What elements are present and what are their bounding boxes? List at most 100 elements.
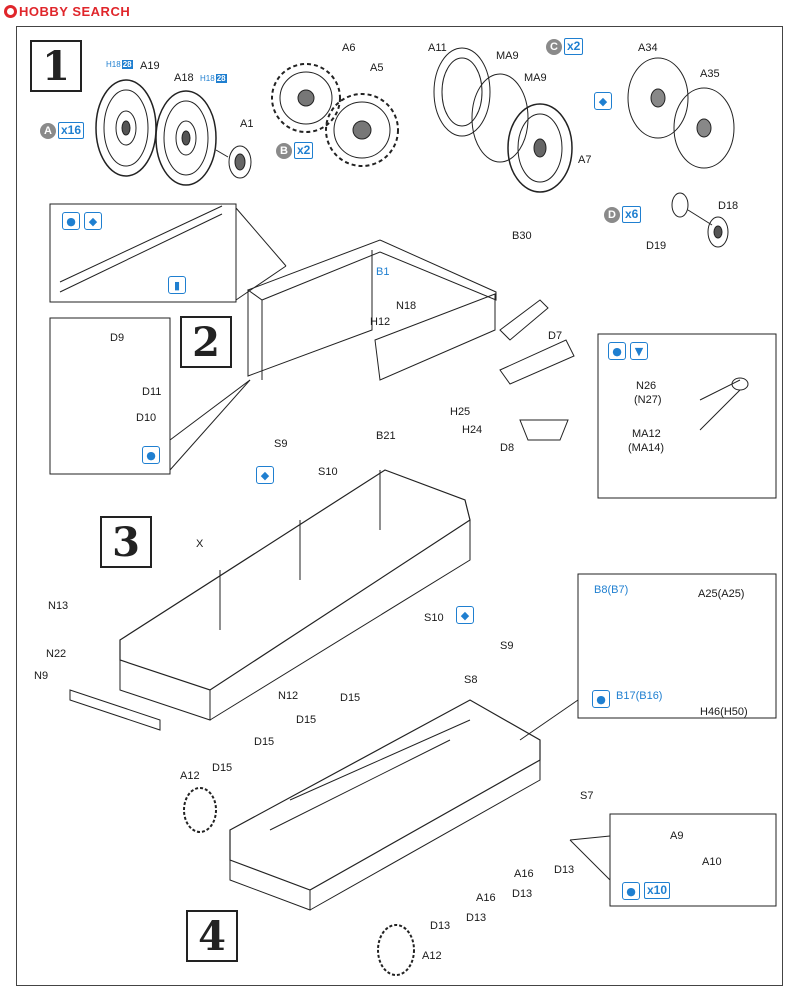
part-label-s10: S10 — [318, 466, 338, 478]
part-label-d11: D11 — [142, 386, 162, 398]
glue-icon: ● — [592, 690, 610, 708]
spoked-wheel-a34 — [627, 57, 689, 139]
part-label-a12: A12 — [180, 770, 200, 782]
part-label-a9: A9 — [670, 830, 684, 842]
part-label-d9: D9 — [110, 332, 125, 344]
part-label-h25: H25 — [450, 406, 471, 418]
suspension-detail-box — [49, 317, 171, 475]
part-label-a34: A34 — [638, 42, 658, 54]
glue-icon: ● — [608, 342, 626, 360]
logo-text: HOBBY SEARCH — [19, 4, 131, 19]
part-label-d13-2: D13 — [512, 888, 533, 900]
callout-qty: x10 — [644, 882, 671, 899]
glue-icon: ● — [62, 212, 80, 230]
road-wheel-a18 — [155, 90, 217, 186]
symmetry-icon: ◆ — [256, 466, 274, 484]
part-label-h46: H46(H50) — [700, 706, 748, 718]
paint-code-text: H18 — [106, 60, 121, 69]
roller-detail-box — [609, 813, 777, 907]
paint-code-a18: H18 28 — [200, 74, 227, 83]
group-b-qty: x2 — [294, 142, 314, 159]
part-label-a16-2: A16 — [476, 892, 496, 904]
part-label-a16-1: A16 — [514, 868, 534, 880]
part-label-a6: A6 — [342, 42, 356, 54]
bracket-detail-box — [577, 573, 777, 719]
sprocket-a12-front — [183, 787, 217, 833]
part-label-n9: N9 — [34, 670, 49, 682]
part-label-n22: N22 — [46, 648, 67, 660]
part-label-a19: A19 — [140, 60, 160, 72]
step-number-1: 1 — [30, 40, 82, 92]
small-roller-d18 — [671, 192, 729, 248]
site-logo: HOBBY SEARCH — [4, 4, 130, 19]
group-letter-c: C — [546, 38, 562, 55]
part-label-d13-3: D13 — [466, 912, 487, 924]
symmetry-icon: ◆ — [456, 606, 474, 624]
part-label-ma12: MA12 — [632, 428, 661, 440]
sprocket-a12-rear — [377, 924, 415, 976]
idler-wheel — [433, 47, 573, 193]
part-label-s9-b: S9 — [500, 640, 514, 652]
paint-code-a19: H18 28 — [106, 60, 133, 69]
part-label-a5: A5 — [370, 62, 384, 74]
paint-drop-icon: ▼ — [630, 342, 648, 360]
part-label-h24: H24 — [462, 424, 483, 436]
part-label-d15-3: D15 — [254, 736, 275, 748]
part-label-d8: D8 — [500, 442, 515, 454]
part-label-n18: N18 — [396, 300, 417, 312]
group-a-qty: x16 — [58, 122, 85, 139]
part-label-ma14: (MA14) — [628, 442, 665, 454]
sprocket-a5 — [325, 93, 399, 167]
step-number-4: 4 — [186, 910, 238, 962]
part-label-b1: B1 — [376, 266, 390, 278]
step-number-2: 2 — [180, 316, 232, 368]
group-d-qty: x6 — [622, 206, 642, 223]
instruction-sheet — [16, 26, 783, 986]
rail-detail-box — [49, 203, 237, 303]
part-label-a25: A25(A25) — [698, 588, 745, 600]
group-letter-b: B — [276, 142, 292, 159]
part-label-d19: D19 — [646, 240, 667, 252]
spoked-wheel-a35 — [673, 87, 735, 169]
part-label-n13: N13 — [48, 600, 69, 612]
part-label-h12: H12 — [370, 316, 391, 328]
group-letter-d: D — [604, 206, 620, 223]
part-label-d15-1: D15 — [340, 692, 361, 704]
hull-side-b1 — [246, 239, 497, 381]
part-label-d15-4: D15 — [212, 762, 233, 774]
group-b-chip: B x2 — [276, 142, 314, 159]
part-label-x: X — [196, 538, 204, 550]
part-label-d13-4: D13 — [430, 920, 451, 932]
part-label-ma9-1: MA9 — [496, 50, 519, 62]
logo-mark-icon — [4, 5, 17, 18]
glue-icon: ● — [622, 882, 640, 900]
paint-code-number: 28 — [121, 60, 133, 69]
part-label-a7: A7 — [578, 154, 592, 166]
detail-icon: ▮ — [168, 276, 186, 294]
part-label-b21: B21 — [376, 430, 396, 442]
part-label-a12-b: A12 — [422, 950, 442, 962]
lower-hull-x — [119, 469, 471, 721]
part-label-n26: N26 — [636, 380, 657, 392]
glue-icon: ● — [142, 446, 160, 464]
part-label-d15-2: D15 — [296, 714, 317, 726]
paint-code-text: H18 — [200, 74, 215, 83]
part-label-b17: B17(B16) — [616, 690, 663, 702]
group-c-qty: x2 — [564, 38, 584, 55]
part-label-s9: S9 — [274, 438, 288, 450]
part-label-a10: A10 — [702, 856, 722, 868]
part-label-n27: (N27) — [634, 394, 662, 406]
paint-code-number: 28 — [215, 74, 227, 83]
symmetry-icon: ◆ — [84, 212, 102, 230]
part-label-s8: S8 — [464, 674, 478, 686]
part-label-s7: S7 — [580, 790, 594, 802]
part-label-n12: N12 — [278, 690, 299, 702]
part-label-d13-1: D13 — [554, 864, 575, 876]
sprocket-a6 — [271, 63, 341, 133]
part-label-b8: B8(B7) — [594, 584, 629, 596]
part-label-a1: A1 — [240, 118, 254, 130]
part-label-a35: A35 — [700, 68, 720, 80]
part-label-d7: D7 — [548, 330, 563, 342]
part-label-d10: D10 — [136, 412, 157, 424]
